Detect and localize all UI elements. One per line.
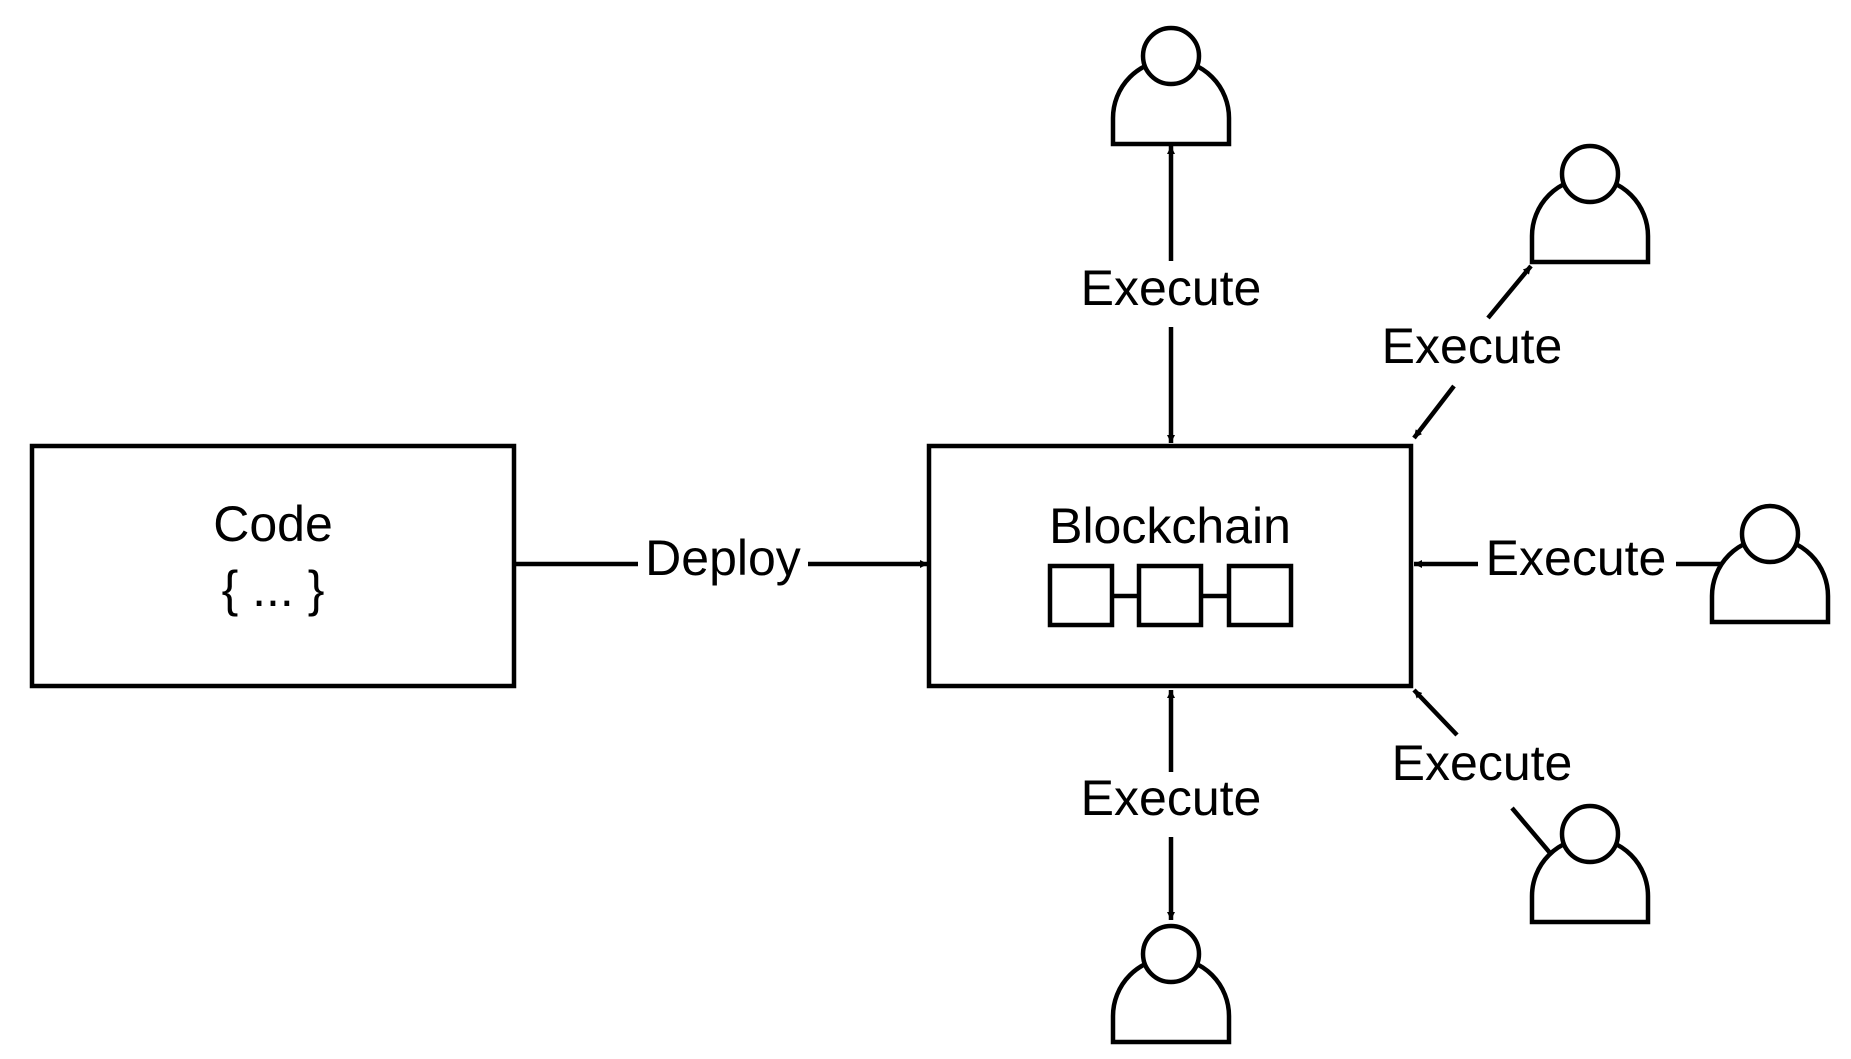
- execute-bottom-right-label: Execute: [1392, 735, 1573, 791]
- deploy-label: Deploy: [645, 530, 801, 586]
- chain-icon: [1047, 563, 1294, 628]
- chain-block-2: [1136, 563, 1204, 628]
- user-icon: [1529, 143, 1651, 265]
- execute-edge-top: Execute: [1081, 146, 1262, 443]
- blockchain-title: Blockchain: [1049, 498, 1291, 554]
- execute-top-right-label: Execute: [1382, 318, 1563, 374]
- user-icon: [1110, 923, 1232, 1045]
- code-body: { ... }: [222, 561, 325, 617]
- blockchain-node: Blockchain: [926, 443, 1414, 689]
- execute-right-label: Execute: [1486, 530, 1667, 586]
- execute-bottom-right-arrow-down: [1510, 806, 1558, 862]
- execute-top-label: Execute: [1081, 260, 1262, 316]
- chain-block-3: [1226, 563, 1294, 628]
- execute-edge-bottom-right: Execute: [1392, 688, 1573, 862]
- code-box: [29, 443, 517, 689]
- code-title: Code: [213, 496, 333, 552]
- deploy-edge: Deploy: [514, 530, 928, 586]
- execute-edge-right: Execute: [1414, 530, 1738, 586]
- user-icon: [1110, 25, 1232, 147]
- execute-top-right-arrow-up: [1486, 264, 1533, 320]
- user-icon: [1709, 503, 1831, 625]
- execute-top-right-arrow-down: [1412, 384, 1456, 440]
- chain-block-1: [1047, 563, 1115, 628]
- execute-bottom-label: Execute: [1081, 770, 1262, 826]
- execute-edge-bottom: Execute: [1081, 690, 1262, 920]
- code-node: Code { ... }: [29, 443, 517, 689]
- execute-edge-top-right: Execute: [1382, 264, 1563, 440]
- execute-bottom-right-arrow-up: [1412, 688, 1459, 737]
- user-icon: [1529, 803, 1651, 925]
